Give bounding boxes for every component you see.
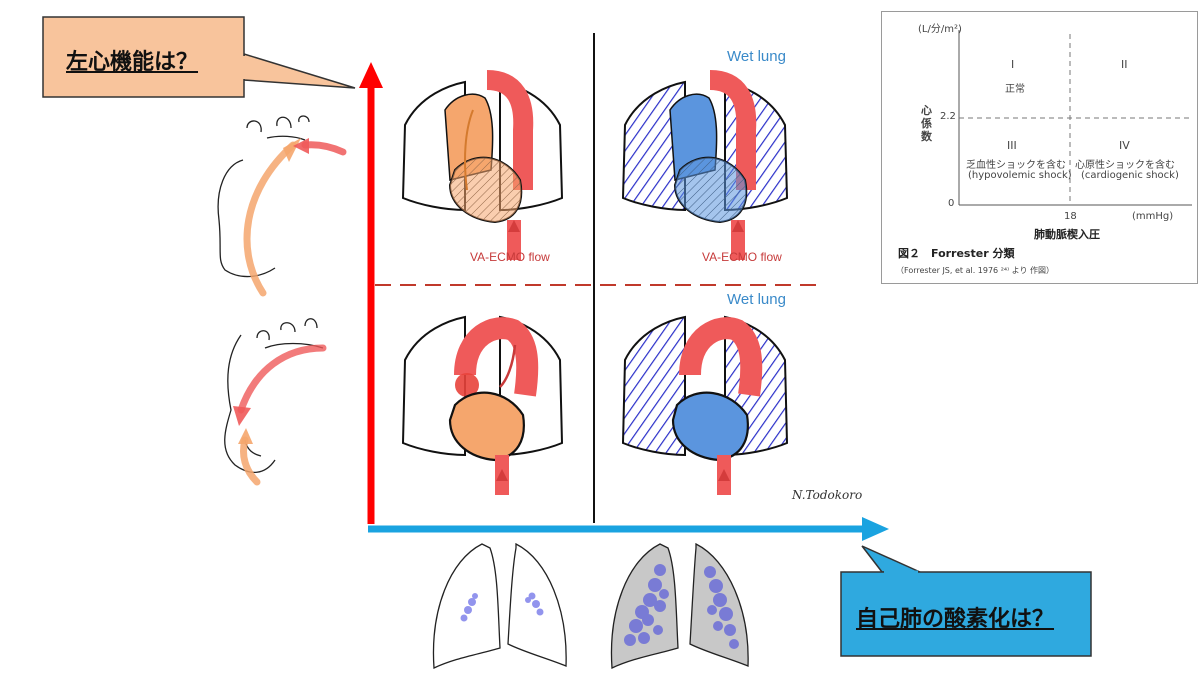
left-flow-sketches — [217, 115, 347, 486]
forrester-classification-figure: (L/分/m²) 心 係 数 2.2 0 18 (mmHg) 肺動脈楔入圧 I … — [881, 11, 1198, 284]
flow-sketch-upper — [217, 115, 310, 278]
horizontal-axis-arrowhead — [862, 517, 889, 541]
normal-lung-infiltrate — [460, 592, 544, 622]
ecmo-flow-arrowhead — [496, 469, 508, 481]
normal-lung-right — [432, 543, 501, 669]
ards-lung-infiltrate — [624, 564, 739, 649]
forrester-q3-line1: 乏血性ショックを含む — [966, 160, 1066, 171]
artist-signature: N.Todokoro — [792, 488, 863, 502]
forrester-grid — [958, 30, 1192, 206]
heart-panel-top-left — [401, 70, 564, 260]
aorta-arch — [454, 317, 539, 397]
forrester-q3-numeral: III — [1007, 139, 1017, 152]
left-heart-callout-text: 左心機能は？ — [66, 50, 199, 75]
lung-oxygenation-callout-text: 自己肺の酸素化は？ — [856, 607, 1055, 632]
red-flow-arrow-upper — [301, 141, 347, 156]
orange-flow-arrowhead-upper — [283, 138, 301, 162]
aorta-arch — [486, 70, 534, 190]
forrester-y-tick-high: 2.2 — [940, 111, 956, 122]
forrester-caption: 図２ Forrester 分類 — [898, 247, 1015, 260]
aorta-arch — [709, 70, 757, 190]
bottom-lung-sketches — [432, 542, 749, 669]
forrester-y-axis-label: 心 係 数 — [921, 104, 932, 143]
forrester-x-axis-label: 肺動脈楔入圧 — [1034, 228, 1100, 241]
aortic-root — [455, 373, 479, 397]
ecmo-flow-arrowhead — [508, 220, 520, 232]
forrester-x-tick: 18 — [1064, 211, 1077, 222]
forrester-q1-text: 正常 — [1005, 84, 1025, 95]
orange-flow-arrow-upper — [243, 141, 297, 297]
heart-panel-bottom-right — [621, 315, 789, 495]
heart-panel-top-right — [621, 70, 789, 260]
wet-lung-label-bottom: Wet lung — [727, 291, 786, 308]
orange-flow-arrowhead-lower — [238, 428, 253, 444]
heart-panel-bottom-left — [401, 315, 564, 495]
wet-lung-label-top: Wet lung — [727, 48, 786, 65]
ecmo-flow-arrowhead — [732, 220, 744, 232]
left-heart-callout-box — [42, 16, 356, 98]
red-inner-arrow — [499, 344, 517, 388]
flow-label-top-left: VA-ECMO flow — [470, 250, 550, 264]
forrester-q4-numeral: IV — [1119, 139, 1130, 152]
aorta-arch — [679, 317, 763, 397]
left-ventricle — [671, 391, 749, 462]
forrester-q2-numeral: II — [1121, 58, 1128, 71]
red-flow-arrowhead-lower — [233, 406, 251, 426]
orange-flow-arrow-lower — [240, 436, 261, 486]
vertical-axis-arrowhead — [359, 62, 383, 88]
left-ventricle — [448, 391, 525, 462]
wet-lung-right — [621, 315, 686, 457]
orange-inner-arrow — [464, 109, 474, 191]
forrester-y-unit: (L/分/m²) — [918, 24, 962, 35]
forrester-q4-line2: (cardiogenic shock) — [1081, 170, 1179, 181]
forrester-y-tick-zero: 0 — [948, 198, 955, 209]
flow-label-top-right: VA-ECMO flow — [702, 250, 782, 264]
forrester-q3-line2: (hypovolemic shock) — [968, 170, 1072, 181]
forrester-x-unit: (mmHg) — [1132, 211, 1174, 222]
red-flow-arrowhead-upper — [293, 138, 309, 154]
lung-oxygenation-callout-box — [840, 545, 1092, 657]
forrester-q4-line1: 心原性ショックを含む — [1075, 160, 1175, 171]
red-flow-arrow-lower — [237, 344, 327, 414]
flow-sketch-lower — [224, 318, 324, 473]
forrester-source: （Forrester JS, et al. 1976 ²⁴⁾ より 作図） — [896, 266, 1054, 275]
forrester-q1-numeral: I — [1011, 58, 1015, 71]
ecmo-flow-arrowhead — [718, 469, 730, 481]
